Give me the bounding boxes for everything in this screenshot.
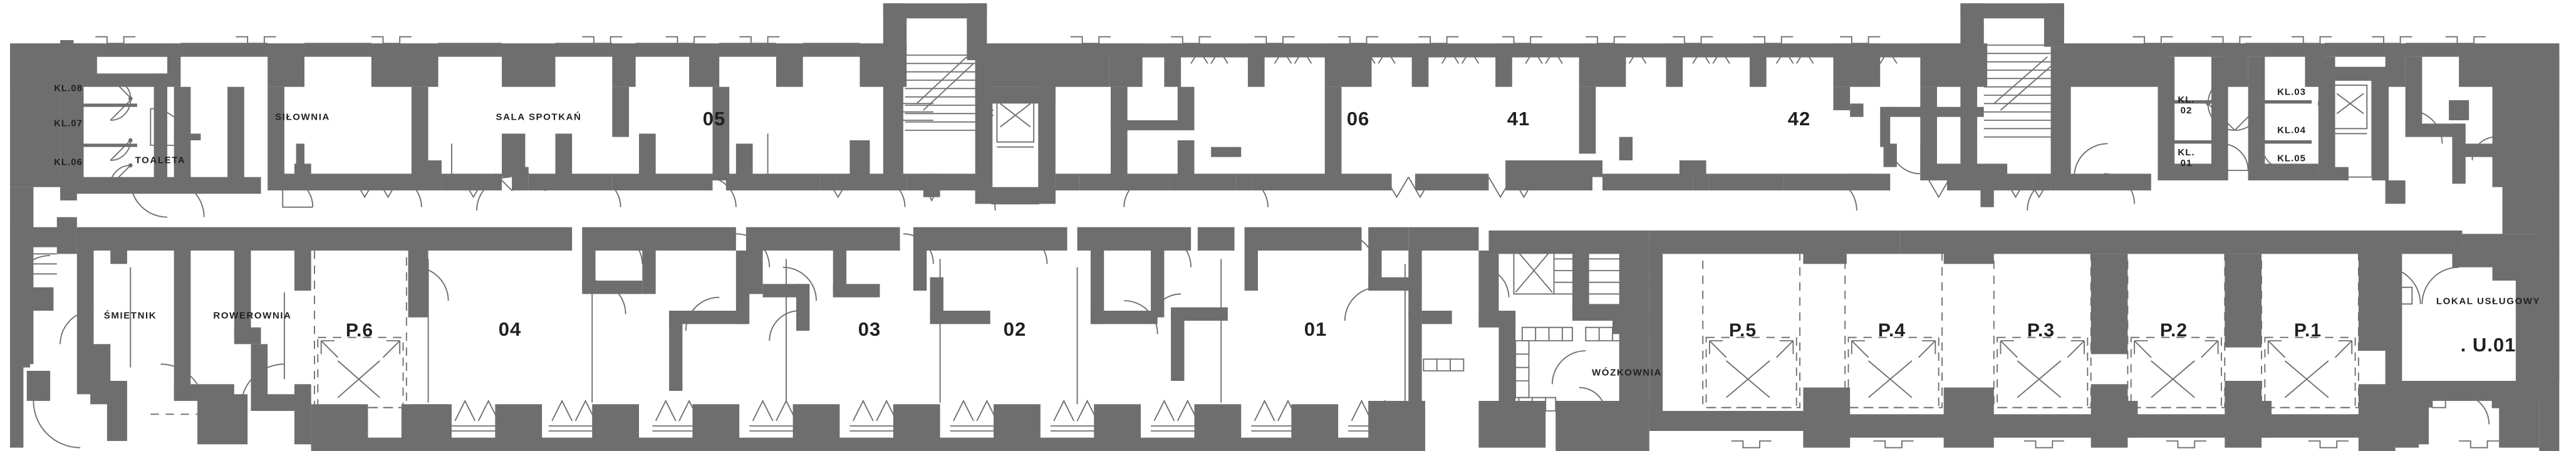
parking-label-p1: P.1 [2293, 320, 2322, 341]
staircase-right [1983, 44, 2055, 138]
wall-layer [10, 3, 2560, 451]
room-label-kl01: KL. 01 [2178, 147, 2195, 168]
room-label-kl07: KL.07 [54, 118, 83, 129]
room-label-42: 42 [1787, 108, 1811, 130]
room-label-02: 02 [1003, 318, 1027, 340]
room-label-kl02: KL. 02 [2178, 94, 2195, 116]
parking-markers [317, 336, 2356, 408]
room-label-05: 05 [702, 108, 726, 130]
inner-partitions-thin [130, 259, 1406, 405]
room-label-01: 01 [1304, 318, 1327, 340]
parking-label-p2: P.2 [2159, 320, 2188, 341]
room-label-kl04: KL.04 [2277, 125, 2306, 136]
room-label-kl05: KL.05 [2277, 153, 2306, 164]
room-label-toaleta: TOALETA [135, 155, 186, 166]
room-label-smietnik: ŚMIETNIK [103, 310, 157, 321]
parking-label-p5: P.5 [1728, 320, 1757, 341]
room-label-41: 41 [1507, 108, 1530, 130]
room-label-rowerownia: ROWEROWNIA [213, 310, 292, 321]
room-label-sala-spotkan: SALA SPOTKAŃ [496, 111, 582, 123]
room-label-lokal-uslugowy: LOKAL USŁUGOWY [2436, 296, 2541, 307]
room-label-u01: . U.01 [2460, 334, 2516, 356]
window-ledges-top [95, 36, 2486, 44]
fixtures-01 [1423, 358, 1465, 371]
door-swings-kl-left [110, 80, 133, 186]
room-label-silownia: SIŁOWNIA [275, 111, 330, 123]
parking-label-p4: P.4 [1877, 320, 1906, 341]
parking-label-p6: P.6 [345, 320, 374, 341]
staircase-center-left [896, 54, 975, 131]
room-label-06: 06 [1346, 108, 1370, 130]
room-label-wozkownia: WÓZKOWNIA [1592, 367, 1662, 378]
room-label-kl08: KL.08 [54, 83, 83, 94]
room-label-04: 04 [498, 318, 522, 340]
room-label-kl06: KL.06 [54, 157, 83, 168]
room-label-03: 03 [858, 318, 881, 340]
room-label-kl03: KL.03 [2277, 86, 2306, 98]
doors-lower-apartments [415, 266, 1510, 341]
parking-label-p3: P.3 [2027, 320, 2055, 341]
